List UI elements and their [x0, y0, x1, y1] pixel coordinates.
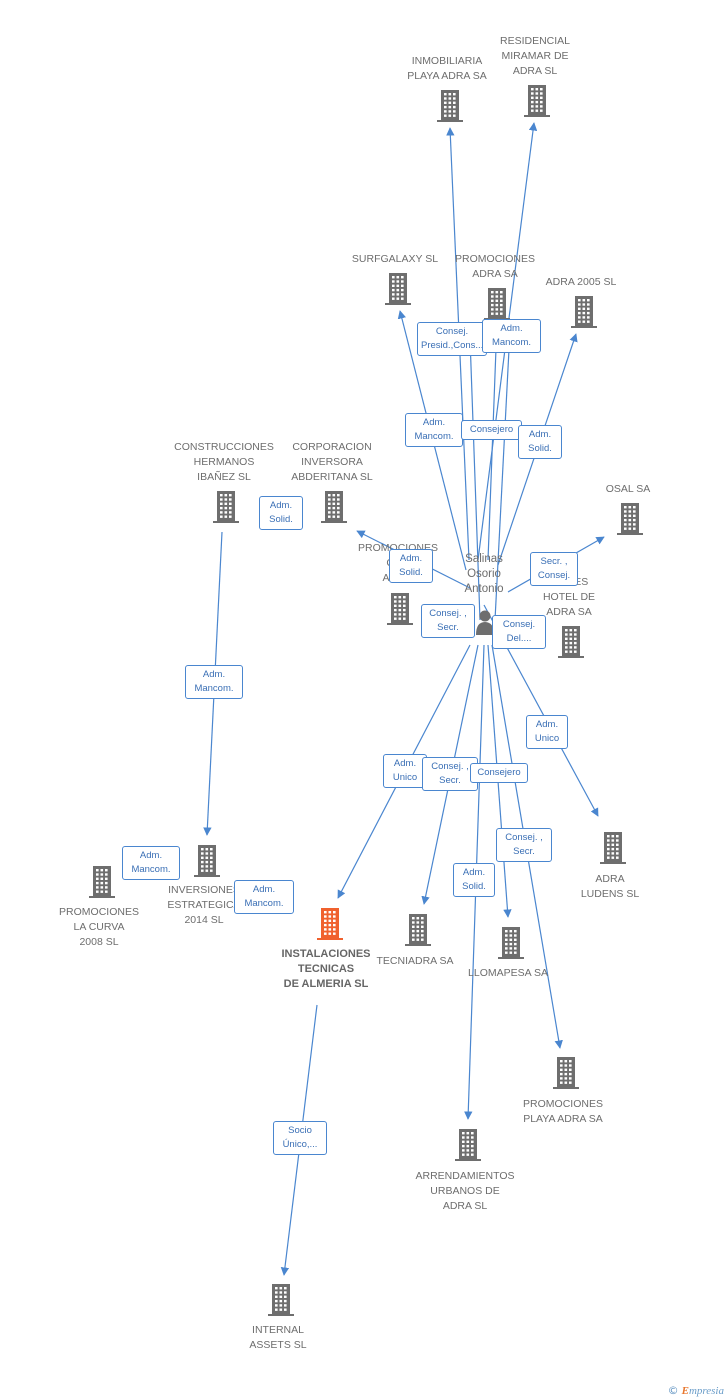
building-icon[interactable]	[553, 1057, 579, 1089]
building-icon[interactable]	[387, 593, 413, 625]
company-label-inmobiliaria[interactable]: INMOBILIARIA PLAYA ADRA SA	[392, 54, 502, 84]
company-name: CONSTRUCCIONES HERMANOS IBAÑEZ SL	[174, 441, 274, 483]
company-label-promociones-adra[interactable]: PROMOCIONES ADRA SA	[450, 252, 540, 282]
company-name: RESIDENCIAL MIRAMAR DE ADRA SL	[499, 35, 571, 77]
relation-label[interactable]: Adm. Solid.	[518, 425, 562, 459]
company-label-adra-ludens[interactable]: ADRA LUDENS SL	[570, 872, 650, 902]
edge-line	[487, 321, 501, 561]
company-name: ARRENDAMIENTOS URBANOS DE ADRA SL	[415, 1170, 515, 1212]
relation-label[interactable]: Consej. , Secr.	[421, 604, 475, 638]
company-name: INSTALACIONES TECNICAS DE ALMERIA SL	[281, 948, 371, 990]
relation-label[interactable]: Secr. , Consej.	[530, 552, 578, 586]
building-icon[interactable]	[617, 503, 643, 535]
building-icon[interactable]	[498, 927, 524, 959]
edge-line	[494, 329, 514, 621]
relation-label[interactable]: Adm. Mancom.	[405, 413, 463, 447]
company-label-tecniadra[interactable]: TECNIADRA SA	[370, 954, 460, 969]
company-name: ADRA LUDENS SL	[580, 873, 640, 900]
relation-label[interactable]: Adm. Unico	[526, 715, 568, 749]
company-label-surfgalaxy[interactable]: SURFGALAXY SL	[345, 252, 445, 267]
company-label-arrendamientos[interactable]: ARRENDAMIENTOS URBANOS DE ADRA SL	[410, 1169, 520, 1214]
building-icon[interactable]	[385, 273, 411, 305]
company-name: PROMOCIONES LA CURVA 2008 SL	[59, 906, 139, 948]
relation-label[interactable]: Consejero	[470, 763, 528, 783]
building-icon[interactable]	[321, 491, 347, 523]
company-name: INVERSIONES ESTRATEGICA 2014 SL	[167, 884, 241, 926]
company-label-internal[interactable]: INTERNAL ASSETS SL	[233, 1323, 323, 1353]
company-label-instalaciones[interactable]: INSTALACIONES TECNICAS DE ALMERIA SL	[271, 947, 381, 992]
relation-label[interactable]: Adm. Unico	[383, 754, 427, 788]
brand-logo: Empresia	[681, 1385, 724, 1397]
company-name: TECNIADRA SA	[376, 955, 454, 967]
building-icon[interactable]	[524, 85, 550, 117]
company-name: INTERNAL ASSETS SL	[249, 1324, 307, 1351]
company-name: PROMOCIONES PLAYA ADRA SA	[523, 1098, 603, 1125]
relation-label[interactable]: Adm. Solid.	[389, 549, 433, 583]
building-icon[interactable]	[437, 90, 463, 122]
building-icon[interactable]	[571, 296, 597, 328]
copyright-symbol: ©	[667, 1384, 679, 1397]
building-icon[interactable]	[558, 626, 584, 658]
relation-label[interactable]: Socio Único,...	[273, 1121, 327, 1155]
relation-label[interactable]: Consej. , Secr.	[422, 757, 478, 791]
relation-label[interactable]: Adm. Solid.	[259, 496, 303, 530]
relation-label[interactable]: Adm. Mancom.	[234, 880, 294, 914]
building-icon[interactable]	[484, 288, 510, 320]
building-icon[interactable]	[89, 866, 115, 898]
company-name: SURFGALAXY SL	[351, 253, 439, 265]
company-label-inversiones[interactable]: INVERSIONES ESTRATEGICA 2014 SL	[159, 883, 249, 928]
company-label-promociones-playa[interactable]: PROMOCIONES PLAYA ADRA SA	[508, 1097, 618, 1127]
company-name: LLOMAPESA SA	[468, 967, 548, 979]
company-label-osal[interactable]: OSAL SA	[593, 482, 663, 497]
company-name: PROMOCIONES ADRA SA	[455, 253, 535, 280]
building-icon[interactable]	[194, 845, 220, 877]
footer-brand[interactable]: ©Empresia	[668, 1384, 724, 1397]
building-icon[interactable]	[213, 491, 239, 523]
company-label-construcciones[interactable]: CONSTRUCCIONES HERMANOS IBAÑEZ SL	[169, 440, 279, 485]
person-icon[interactable]	[476, 610, 494, 636]
company-name: ADRA 2005 SL	[545, 276, 617, 288]
company-name: OSAL SA	[605, 483, 651, 495]
building-icon[interactable]	[268, 1284, 294, 1316]
building-icon[interactable]	[600, 832, 626, 864]
relation-label[interactable]: Adm. Solid.	[453, 863, 495, 897]
company-label-residencial[interactable]: RESIDENCIAL MIRAMAR DE ADRA SL	[490, 34, 580, 79]
company-label-llomapesa[interactable]: LLOMAPESA SA	[458, 966, 558, 981]
relation-label[interactable]: Consej. , Secr.	[496, 828, 552, 862]
company-name: INMOBILIARIA PLAYA ADRA SA	[407, 55, 487, 82]
relation-label[interactable]: Consej. Del....	[492, 615, 546, 649]
company-label-promociones-curva[interactable]: PROMOCIONES LA CURVA 2008 SL	[54, 905, 144, 950]
company-label-adra2005[interactable]: ADRA 2005 SL	[536, 275, 626, 290]
relation-label[interactable]: Adm. Mancom.	[185, 665, 243, 699]
relation-label[interactable]: Consejero	[461, 420, 522, 440]
relation-label[interactable]: Adm. Mancom.	[122, 846, 180, 880]
company-name: CORPORACION INVERSORA ABDERITANA SL	[291, 441, 373, 483]
relation-label[interactable]: Consej. Presid.,Cons...	[417, 322, 487, 356]
company-label-corporacion[interactable]: CORPORACION INVERSORA ABDERITANA SL	[282, 440, 382, 485]
building-icon[interactable]	[317, 908, 343, 940]
edge-line	[466, 337, 481, 621]
building-icon[interactable]	[455, 1129, 481, 1161]
building-icon[interactable]	[405, 914, 431, 946]
center-person-name[interactable]: Salinas Osorio Antonio	[464, 553, 504, 595]
relation-label[interactable]: Adm. Mancom.	[482, 319, 541, 353]
